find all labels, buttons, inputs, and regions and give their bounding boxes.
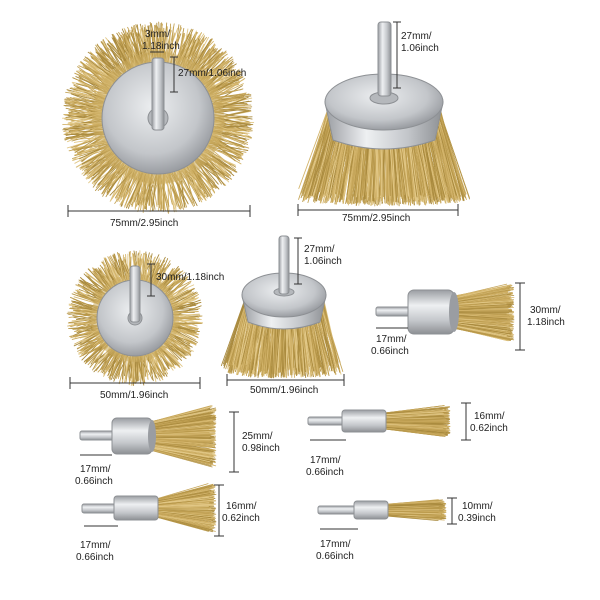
cup-brush-75-shank	[377, 21, 392, 97]
end-brush-25-bristles	[149, 405, 217, 468]
end-brush-16a-ferrule	[341, 409, 387, 433]
wheel-50-width-dim: 50mm/1.96inch	[100, 390, 168, 401]
end-brush-16mm-b	[81, 483, 217, 533]
end-brush-10-shank	[317, 505, 359, 515]
wheel-brush-50-dims: 30mm/1.18inch 50mm/1.96inch	[69, 263, 224, 401]
wheel-75-width-dim: 75mm/2.95inch	[110, 218, 178, 229]
end-30-height-dim-line1: 30mm/	[530, 305, 561, 316]
cup-50-height-dim-line2: 1.06inch	[304, 256, 342, 267]
end-brush-10-dims: 17mm/ 0.66inch 10mm/ 0.39inch	[316, 497, 496, 562]
end-16a-length-dim-line1: 17mm/	[310, 455, 341, 466]
cup-75-width-dim: 75mm/2.95inch	[342, 213, 410, 224]
end-brush-30-bristles	[451, 283, 515, 342]
wheel-75-shank-dim-line2: 1.18inch	[142, 41, 180, 52]
cup-brush-50-shank	[278, 235, 290, 295]
end-30-length-dim-line1: 17mm/	[376, 334, 407, 345]
end-30-height-dim-line2: 1.18inch	[527, 317, 565, 328]
end-brush-10mm	[317, 499, 447, 521]
end-10-length-dim-line2: 0.66inch	[316, 551, 354, 562]
end-16b-length-dim-line2: 0.66inch	[76, 552, 114, 563]
end-brush-10-bristles	[385, 499, 447, 521]
end-brush-25-dims: 17mm/ 0.66inch 25mm/ 0.98inch	[75, 411, 280, 487]
wheel-brush-50-shank	[129, 265, 141, 323]
cup-brush-75-dims: 27mm/ 1.06inch 75mm/2.95inch	[297, 21, 459, 224]
cup-50-width-dim: 50mm/1.96inch	[250, 385, 318, 396]
end-25-length-dim-line2: 0.66inch	[75, 476, 113, 487]
wheel-brush-75-dims: 3mm/ 1.18inch 27mm/1.06inch 75mm/2.95inc…	[67, 29, 251, 229]
cup-75-height-dim-line2: 1.06inch	[401, 43, 439, 54]
end-brush-16mm-a	[307, 405, 451, 437]
wheel-75-height-dim: 27mm/1.06inch	[178, 68, 246, 79]
end-brush-16b-shank	[81, 503, 119, 514]
end-brush-16a-bristles	[383, 405, 451, 437]
end-30-length-dim-line2: 0.66inch	[371, 346, 409, 357]
end-brush-25mm	[79, 405, 217, 468]
end-16b-length-dim-line1: 17mm/	[80, 540, 111, 551]
cup-brush-50mm	[220, 235, 344, 379]
cup-brush-75mm	[298, 21, 470, 207]
cup-75-height-dim-line1: 27mm/	[401, 31, 432, 42]
end-brush-16b-bristles	[155, 483, 217, 533]
wheel-50-height-dim: 30mm/1.18inch	[156, 272, 224, 283]
end-brush-30-dims: 17mm/ 0.66inch 30mm/ 1.18inch	[371, 282, 565, 357]
end-brush-30mm	[375, 283, 515, 342]
end-brush-25-shank	[79, 430, 117, 441]
end-10-length-dim-line1: 17mm/	[320, 539, 351, 550]
end-brush-30-shank	[375, 306, 413, 317]
wheel-brush-50mm	[66, 250, 204, 386]
end-16a-height-dim-line2: 0.62inch	[470, 423, 508, 434]
cup-50-height-dim-line1: 27mm/	[304, 244, 335, 255]
end-brush-25-ferrule	[111, 417, 153, 455]
end-16b-height-dim-line1: 16mm/	[226, 501, 257, 512]
end-10-height-dim-line2: 0.39inch	[458, 513, 496, 524]
cup-brush-50-dims: 27mm/ 1.06inch 50mm/1.96inch	[226, 237, 345, 396]
wheel-75-shank-dim-line1: 3mm/	[145, 29, 170, 40]
wheel-brush-75-shank	[151, 57, 165, 131]
end-25-length-dim-line1: 17mm/	[80, 464, 111, 475]
end-25-height-dim-line2: 0.98inch	[242, 443, 280, 454]
end-brush-16a-shank	[307, 416, 347, 426]
end-16b-height-dim-line2: 0.62inch	[222, 513, 260, 524]
end-25-height-dim-line1: 25mm/	[242, 431, 273, 442]
end-brush-30-ferrule	[407, 289, 455, 335]
end-brush-10-ferrule	[353, 500, 389, 520]
end-brush-16b-dims: 17mm/ 0.66inch 16mm/ 0.62inch	[76, 484, 260, 563]
end-16a-height-dim-line1: 16mm/	[474, 411, 505, 422]
end-10-height-dim-line1: 10mm/	[462, 501, 493, 512]
wheel-brush-75mm	[62, 21, 255, 214]
end-brush-16a-dims: 17mm/ 0.66inch 16mm/ 0.62inch	[306, 402, 508, 478]
end-16a-length-dim-line2: 0.66inch	[306, 467, 344, 478]
end-brush-16b-ferrule	[113, 495, 159, 521]
